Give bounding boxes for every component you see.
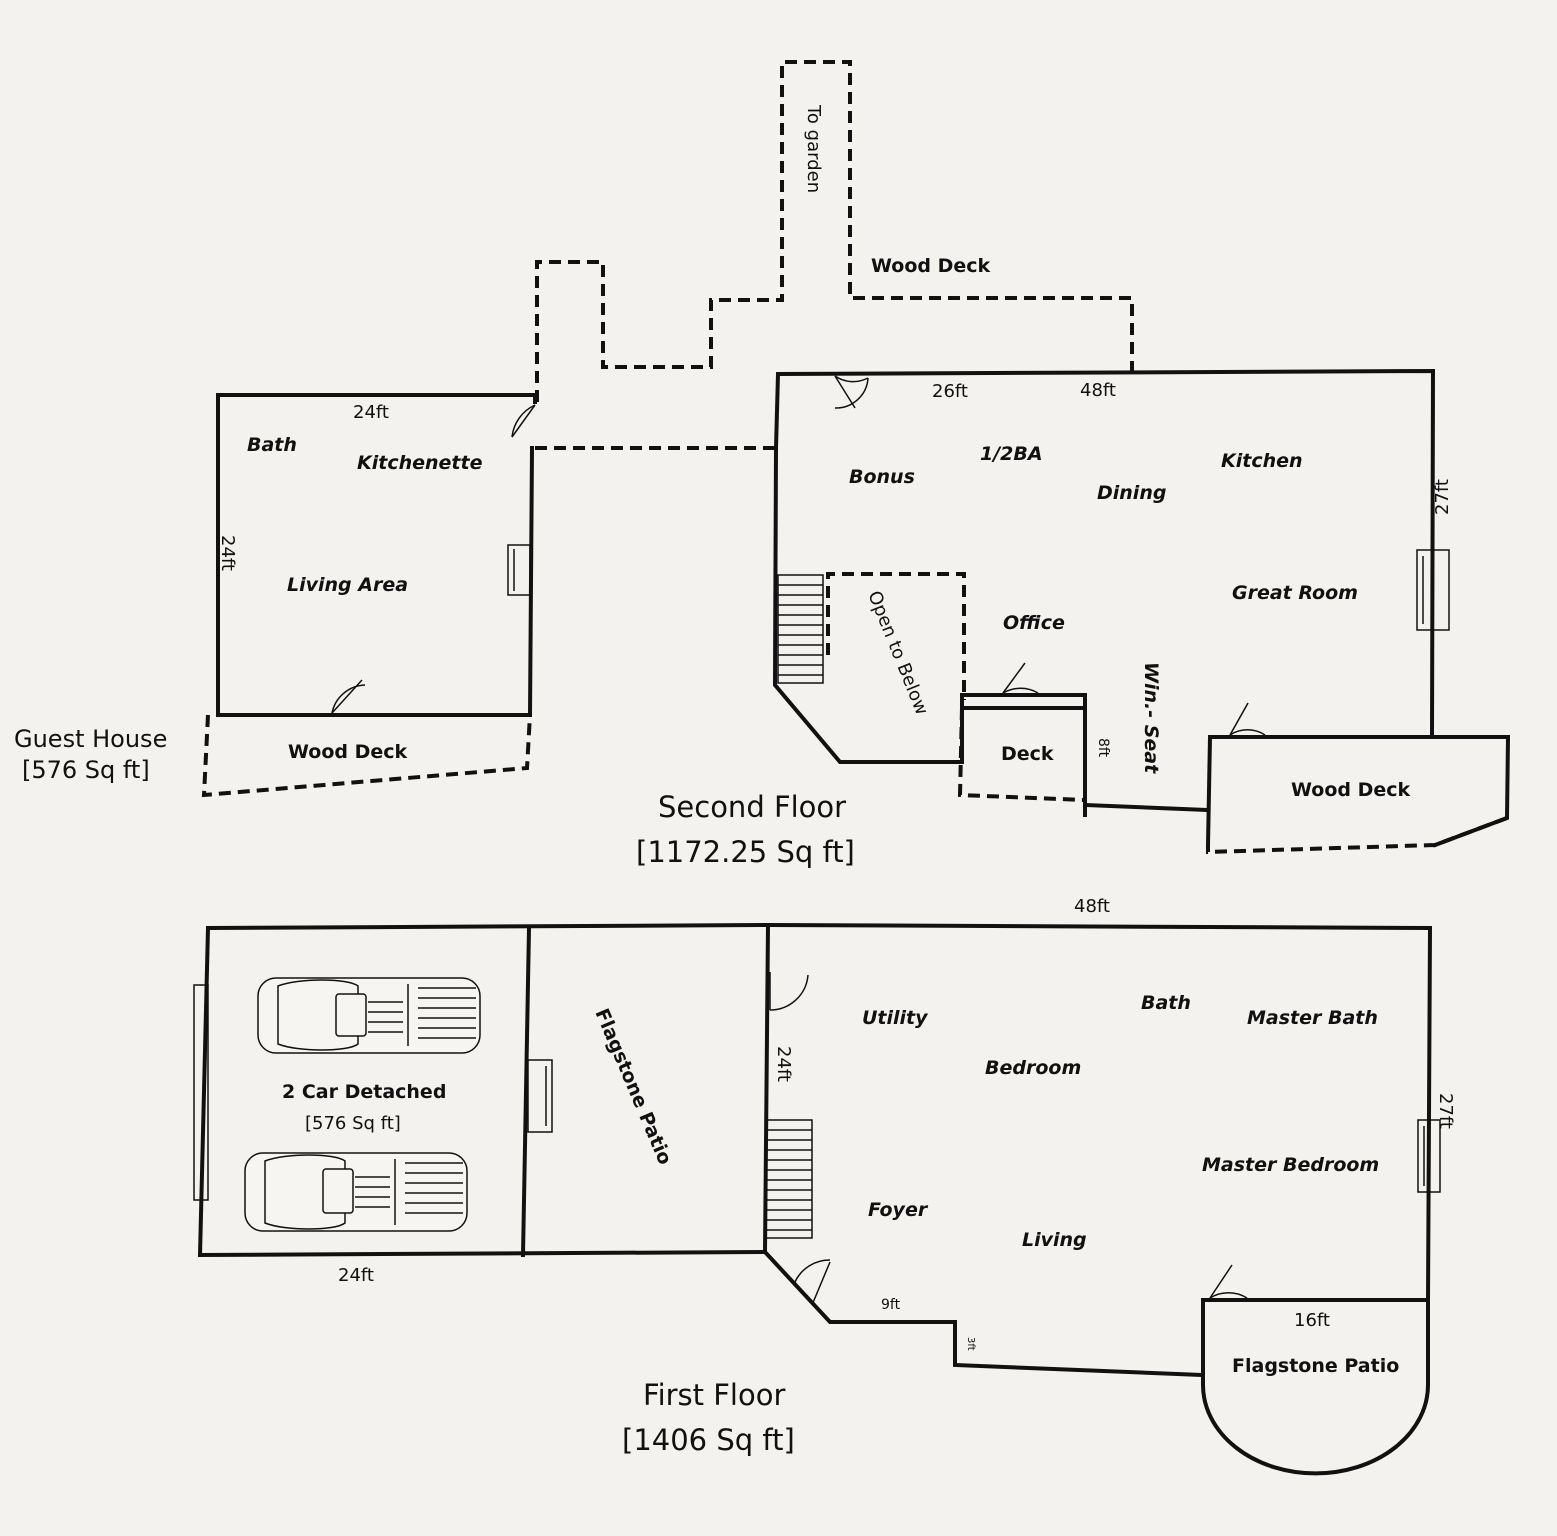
first-floor-dim-9ft: 9ft (881, 1297, 901, 1313)
window (1416, 549, 1450, 631)
open-to-below-label: Open to Below (863, 588, 932, 718)
guest-house-dim-left: 24ft (217, 535, 238, 571)
second-floor-dim-27ft: 27ft (1432, 479, 1453, 515)
deck-small-outline (957, 707, 1086, 802)
guest-house-wood-deck-outline (201, 714, 532, 798)
bonus-label: Bonus (849, 466, 915, 488)
window (1417, 1119, 1441, 1193)
second-floor-walls (773, 368, 1436, 740)
garage (193, 922, 771, 1258)
flagstone-patio-outline (1201, 1298, 1430, 1476)
master-bath-label: Master Bath (1247, 1007, 1378, 1029)
master-bedroom-label: Master Bedroom (1202, 1154, 1379, 1176)
second-floor-area: [1172.25 Sq ft] (636, 835, 855, 869)
first-floor (762, 922, 1441, 1476)
car-icon (257, 977, 481, 1054)
open-to-below-outline (826, 572, 966, 700)
half-bath-label: 1/2BA (980, 443, 1043, 465)
walkway-and-decks (535, 60, 1134, 450)
kitchen-label: Kitchen (1221, 450, 1303, 472)
wood-deck-top-outline (535, 60, 1134, 402)
foyer-label: Foyer (868, 1199, 929, 1221)
stairs (777, 574, 824, 684)
great-room-label: Great Room (1232, 582, 1358, 604)
living-label: Living (1022, 1229, 1087, 1251)
guest-house-title: Guest House (14, 725, 167, 753)
first-floor-dim-48ft: 48ft (1074, 896, 1110, 917)
guest-wood-deck-label: Wood Deck (288, 741, 408, 763)
right-wood-deck-label: Wood Deck (1291, 779, 1411, 801)
first-floor-dim-24ft: 24ft (773, 1046, 794, 1082)
first-floor-dim-27ft: 27ft (1435, 1093, 1456, 1129)
deck-label: Deck (1001, 743, 1054, 765)
second-floor-title: Second Floor (658, 790, 846, 824)
guest-house-dim-top: 24ft (353, 402, 389, 423)
first-floor-title: First Floor (643, 1378, 785, 1412)
first-floor-area: [1406 Sq ft] (622, 1423, 795, 1457)
car-icon (244, 1152, 468, 1232)
window (507, 544, 531, 596)
second-floor (772, 368, 1511, 855)
win-seat-label: Win.- Seat (1140, 662, 1162, 774)
patio-dim-16ft: 16ft (1294, 1310, 1330, 1331)
garage-dim-bottom: 24ft (338, 1265, 374, 1286)
office-label: Office (1003, 612, 1065, 634)
door-swing (511, 404, 536, 438)
garage-area: [576 Sq ft] (305, 1113, 401, 1134)
stairs (765, 1119, 813, 1239)
flagstone-patio-left-label: Flagstone Patio (590, 1005, 676, 1168)
utility-label: Utility (862, 1007, 929, 1029)
door-swing (331, 684, 366, 714)
flagstone-patio-right-label: Flagstone Patio (1232, 1355, 1399, 1377)
second-floor-dim-8ft: 8ft (1095, 738, 1111, 758)
first-floor-walls (765, 922, 1433, 1303)
garage-walls (197, 922, 771, 1258)
window (527, 1059, 553, 1133)
dining-label: Dining (1097, 482, 1166, 504)
garage-door (193, 984, 209, 1201)
guest-house-area: [576 Sq ft] (22, 756, 150, 784)
first-floor-dim-3ft: 3ft (965, 1337, 976, 1351)
second-floor-dim-48ft: 48ft (1080, 380, 1116, 401)
top-wood-deck-label: Wood Deck (871, 255, 991, 277)
guest-bath-label: Bath (247, 434, 297, 456)
garage-title: 2 Car Detached (282, 1081, 446, 1103)
second-floor-dim-26ft: 26ft (932, 381, 968, 402)
to-garden-label: To garden (803, 104, 824, 193)
wood-deck-right-outline (1206, 816, 1508, 855)
bedroom-label: Bedroom (985, 1057, 1081, 1079)
kitchenette-label: Kitchenette (357, 452, 483, 474)
bath-label: Bath (1141, 992, 1191, 1014)
living-area-label: Living Area (287, 574, 408, 596)
